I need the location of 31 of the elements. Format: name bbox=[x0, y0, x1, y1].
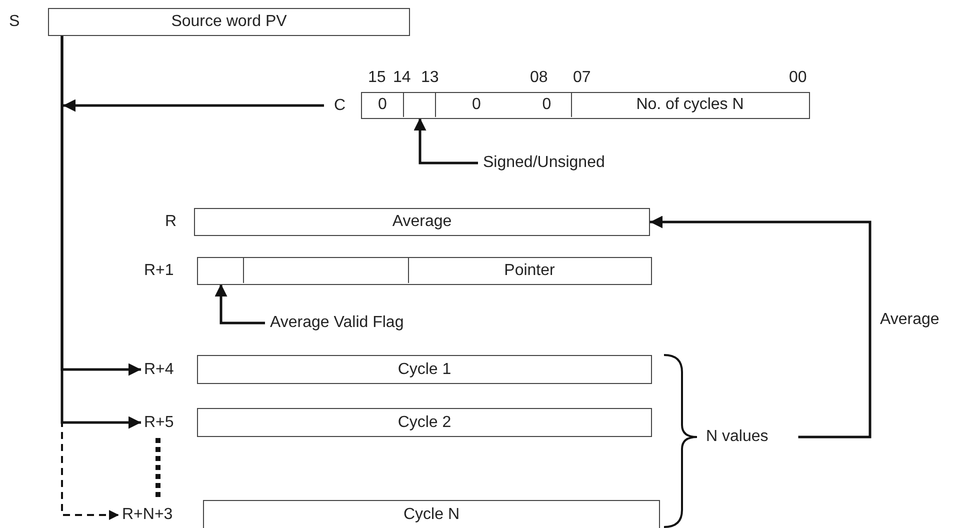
edge-label: Average bbox=[880, 312, 940, 328]
brace-text: N values bbox=[706, 429, 768, 445]
bit-number: 14 bbox=[393, 70, 411, 86]
leader-line bbox=[414, 118, 478, 164]
leader-line bbox=[214, 284, 265, 324]
arrow bbox=[650, 216, 872, 438]
field-value: 0 bbox=[378, 97, 387, 113]
field-value: Pointer bbox=[504, 262, 555, 278]
address-label: R+4 bbox=[144, 362, 174, 378]
register-text: Cycle 2 bbox=[398, 414, 452, 430]
field-value: 0 bbox=[542, 97, 552, 113]
register-text: Cycle N bbox=[404, 507, 460, 523]
register-text: Cycle 1 bbox=[398, 362, 452, 378]
bit-number: 07 bbox=[573, 70, 591, 86]
bit-number: 08 bbox=[530, 70, 548, 86]
register-text: Source word PV bbox=[171, 14, 287, 30]
arrow bbox=[63, 99, 324, 112]
field-value: No. of cycles N bbox=[636, 97, 744, 113]
bit-number: 13 bbox=[421, 70, 439, 86]
address-label: R+5 bbox=[144, 414, 174, 430]
leader-text: Average Valid Flag bbox=[270, 315, 404, 331]
address-label: C bbox=[334, 98, 346, 114]
address-label: R bbox=[165, 214, 177, 230]
address-label: S bbox=[9, 14, 20, 30]
bit-number: 15 bbox=[368, 70, 386, 86]
register-text: Average bbox=[392, 214, 452, 230]
leader-text: Signed/Unsigned bbox=[483, 155, 605, 171]
bit-number: 00 bbox=[789, 70, 807, 86]
field-value: 0 bbox=[472, 97, 481, 113]
address-label: R+1 bbox=[144, 263, 174, 279]
address-label: R+N+3 bbox=[122, 507, 173, 523]
